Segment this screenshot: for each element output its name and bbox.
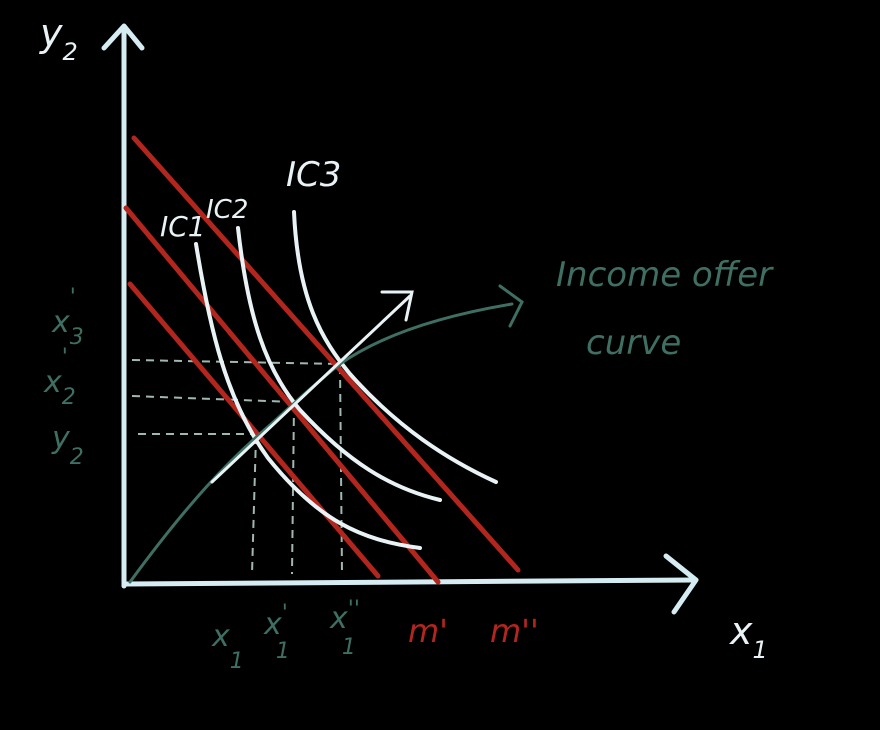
guide-lines [131, 359, 343, 575]
axis-labels: y2 x1 [39, 11, 768, 664]
budget-label-m-prime: m' [408, 612, 448, 650]
indifference-curve-2 [236, 226, 442, 502]
x-tick-x1-double-prime: x''1 [329, 597, 360, 660]
y-tick-x3-prime: x3' [51, 285, 84, 350]
guide-v-x1-prime [291, 403, 295, 575]
income-offer-curve [128, 284, 524, 584]
indifference-curve-1 [194, 242, 422, 550]
guide-v-x1-double-prime [339, 365, 343, 575]
guide-h-y3 [131, 359, 341, 365]
ic3-label: IC3 [286, 155, 341, 195]
expansion-path-arrowhead [380, 290, 414, 322]
x-axis-arrowhead [663, 553, 699, 615]
indifference-curve-labels: IC1 IC2 IC3 [160, 155, 341, 243]
y-tick-y2: y2 [51, 421, 84, 470]
budget-line-1 [127, 281, 381, 579]
x-tick-x1-prime: x'1 [263, 601, 290, 664]
y-tick-x2-prime: x2' [43, 345, 76, 410]
ic2-label: IC2 [206, 195, 248, 225]
guide-h-x2 [131, 395, 295, 403]
x-tick-labels: x1 x'1 x''1 [211, 597, 360, 674]
income-offer-curve-arrowhead [498, 284, 524, 328]
axes [101, 23, 699, 615]
indifference-curves [194, 210, 498, 550]
offer-curve-label-line1: Income offer [556, 255, 774, 295]
offer-curve-label: Income offer curve [556, 255, 774, 363]
indifference-curve-3 [292, 210, 498, 484]
budget-label-m-double-prime: m'' [490, 612, 539, 650]
offer-curve-label-line2: curve [586, 323, 681, 363]
budget-labels: m' m'' [408, 612, 539, 650]
budget-lines [123, 135, 521, 585]
y-axis-arrowhead [101, 23, 145, 51]
guide-v-x1 [251, 435, 257, 575]
ic1-label: IC1 [160, 210, 206, 243]
x-axis [121, 577, 697, 587]
y-axis-label: y2 [39, 11, 78, 66]
expansion-path-line [210, 294, 412, 484]
x-axis-label: x1 [729, 609, 768, 664]
x-tick-x1: x1 [211, 619, 244, 674]
y-tick-labels: x3' x2' y2 [43, 285, 84, 470]
budget-line-2 [123, 205, 441, 585]
budget-line-3 [131, 135, 521, 573]
